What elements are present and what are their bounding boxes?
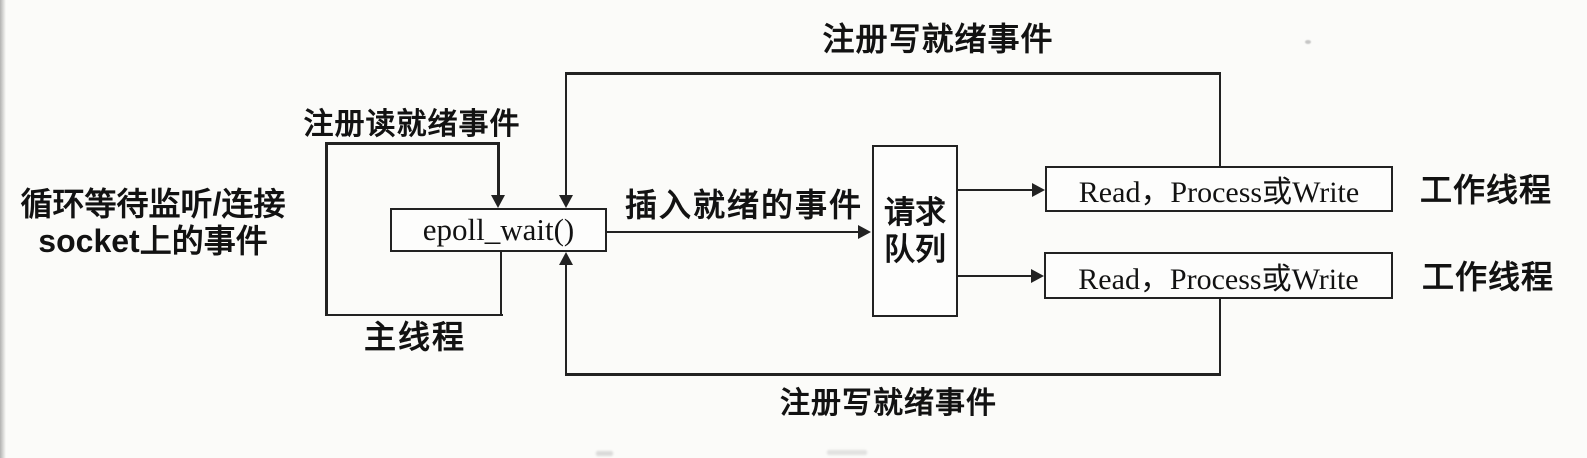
- main-loop-bottom-line: [325, 313, 503, 316]
- bottom-feedback-arrowhead-into-epoll-bottom: [559, 252, 573, 265]
- register-write-event-top-label: 注册写就绪事件: [822, 21, 1054, 57]
- epoll-wait-label: epoll_wait(): [422, 212, 575, 247]
- loop-wait-note-line1: 循环等待监听/连接: [20, 186, 286, 222]
- loop-wait-note-line2: socket上的事件: [38, 223, 268, 259]
- bottom-feedback-horizontal-line: [564, 373, 1221, 376]
- worker2-box: Read，Process或Write: [1044, 252, 1393, 299]
- queue-to-worker1-arrow-line: [958, 188, 1035, 191]
- top-feedback-horizontal-line: [564, 72, 1221, 75]
- top-feedback-left-vertical-line: [564, 72, 567, 196]
- main-loop-right-lower-line: [499, 252, 502, 316]
- worker1-thread-label: 工作线程: [1419, 172, 1552, 208]
- scan-edge-shadow: [0, 0, 6, 458]
- insert-events-label: 插入就绪的事件: [624, 187, 863, 223]
- scan-speck: [1305, 40, 1311, 44]
- bottom-feedback-left-vertical-line: [564, 261, 567, 375]
- queue-to-worker1-arrowhead: [1032, 183, 1045, 197]
- main-loop-left-line: [325, 142, 328, 316]
- queue-to-worker2-arrow-line: [958, 274, 1034, 277]
- top-feedback-right-vertical-line: [1218, 72, 1221, 167]
- worker2-thread-label: 工作线程: [1421, 259, 1554, 295]
- bottom-feedback-right-vertical-line: [1218, 299, 1221, 375]
- caption-cut-smudge: [827, 450, 867, 455]
- queue-to-worker2-arrowhead: [1031, 269, 1044, 283]
- request-queue-label-line1: 请求: [884, 195, 946, 230]
- request-queue-label-line2: 队列: [884, 232, 946, 267]
- request-queue-box: 请求 队列: [872, 145, 958, 317]
- register-read-event-label: 注册读就绪事件: [303, 108, 521, 141]
- worker2-box-label: Read，Process或Write: [1078, 262, 1359, 296]
- insert-events-arrowhead-into-queue: [858, 225, 871, 239]
- register-write-event-bottom-label: 注册写就绪事件: [780, 387, 997, 420]
- caption-cut-smudge: [596, 451, 613, 456]
- top-feedback-arrowhead-into-epoll-top: [559, 195, 573, 208]
- epoll-wait-box: epoll_wait(): [390, 208, 607, 252]
- insert-events-arrow-line: [607, 230, 859, 233]
- main-loop-top-line: [325, 142, 499, 145]
- main-loop-right-upper-line: [497, 142, 500, 197]
- worker1-box: Read，Process或Write: [1045, 166, 1393, 212]
- main-loop-arrowhead-into-epoll-top: [491, 195, 505, 208]
- worker1-box-label: Read，Process或Write: [1078, 176, 1360, 209]
- main-thread-label: 主线程: [363, 319, 466, 355]
- loop-wait-note: 循环等待监听/连接 socket上的事件: [8, 186, 298, 260]
